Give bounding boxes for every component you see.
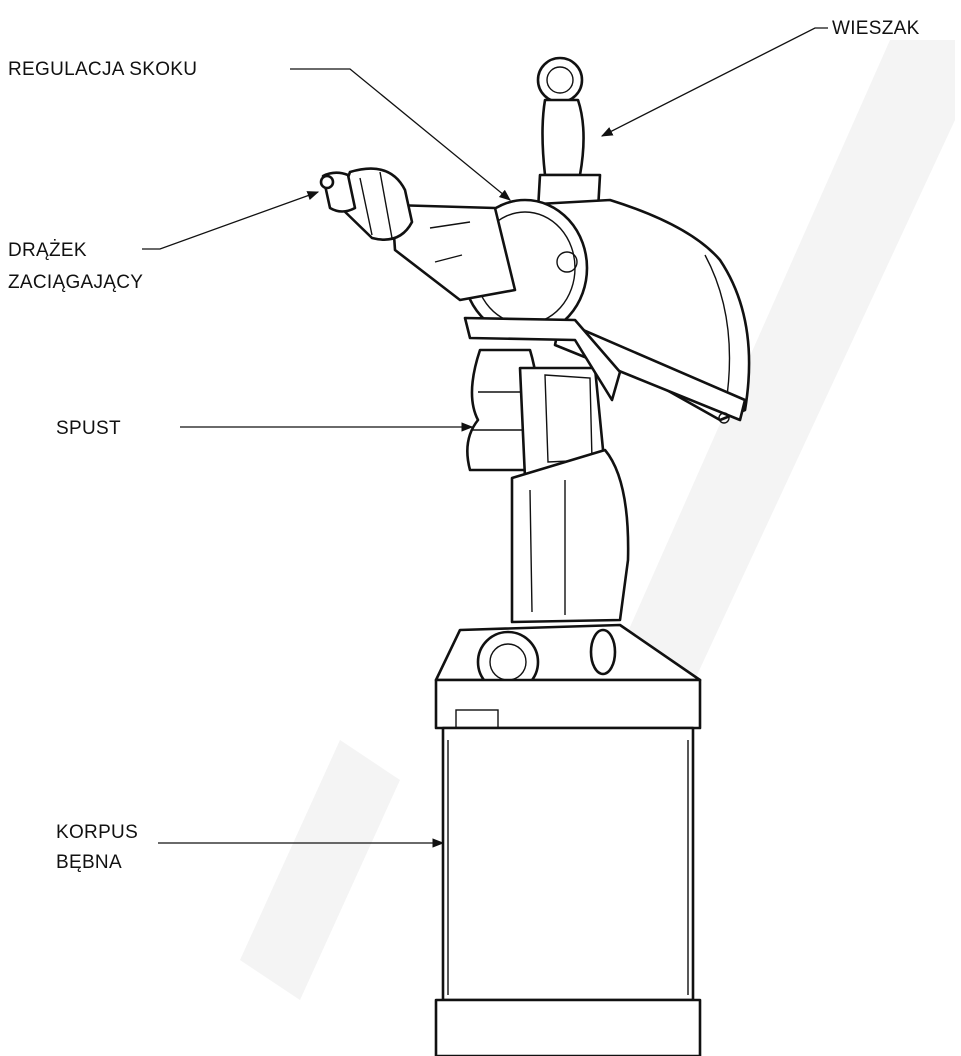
barrel-body xyxy=(434,678,702,1056)
label-korpus-line2: BĘBNA xyxy=(56,852,122,873)
trigger-part xyxy=(463,316,622,480)
handle-grip xyxy=(510,448,630,624)
hanger-part xyxy=(536,56,602,212)
label-regulacja-skoku: REGULACJA SKOKU xyxy=(8,59,197,80)
label-korpus-line1: KORPUS xyxy=(56,822,138,843)
label-drazek-line2: ZACIĄGAJĄCY xyxy=(8,272,143,293)
air-joint xyxy=(434,623,702,694)
leader-wieszak xyxy=(600,27,828,137)
pulling-rod xyxy=(319,167,517,302)
labels: WIESZAK REGULACJA SKOKU DRĄŻEK ZACIĄGAJĄ… xyxy=(8,18,920,873)
leader-drazek xyxy=(142,191,320,250)
leader-lines xyxy=(142,27,828,848)
label-wieszak: WIESZAK xyxy=(832,18,920,39)
tool-drawing xyxy=(319,56,751,1056)
label-spust: SPUST xyxy=(56,418,121,439)
leader-regulacja xyxy=(290,68,511,201)
label-drazek-line1: DRĄŻEK xyxy=(8,240,87,261)
